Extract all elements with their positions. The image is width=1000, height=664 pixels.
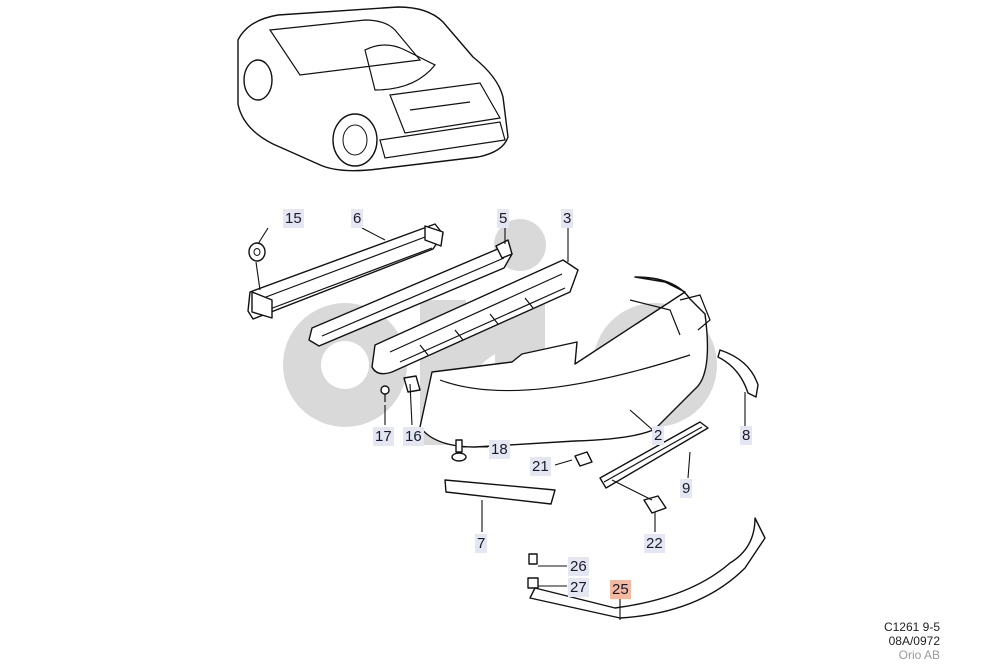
callout-3: 3 — [561, 209, 574, 228]
part-18-rivet — [451, 439, 467, 462]
part-5-bracket — [308, 239, 513, 347]
callout-7: 7 — [475, 534, 488, 553]
diagram-copyright: Orio AB — [898, 648, 940, 662]
part-3-absorber — [371, 259, 579, 375]
diagram-reference-date: 08A/0972 — [888, 634, 940, 648]
callout-15: 15 — [283, 209, 304, 228]
part-7-molding — [444, 479, 556, 505]
car-illustration — [237, 6, 509, 172]
callout-5: 5 — [497, 209, 510, 228]
callout-18: 18 — [489, 440, 510, 459]
callout-25-highlighted: 25 — [610, 580, 631, 599]
part-21-sensor — [574, 451, 593, 467]
part-16-clip — [403, 375, 421, 393]
callout-9: 9 — [680, 479, 693, 498]
part-9-strip — [599, 421, 709, 489]
part-26-bolt — [528, 553, 538, 565]
callout-16: 16 — [403, 427, 424, 446]
callout-8: 8 — [740, 426, 753, 445]
callout-27: 27 — [568, 578, 589, 597]
leader-lines — [255, 227, 746, 620]
part-27-spacer — [527, 577, 539, 589]
part-17-screw — [380, 385, 390, 402]
diagram-reference-code: C1261 9-5 — [883, 620, 940, 634]
part-8-side-trim — [717, 349, 759, 398]
callout-17: 17 — [373, 427, 394, 446]
part-15-nut — [248, 242, 266, 262]
part-6-reinforcement — [247, 223, 444, 320]
part-22-holder — [643, 495, 667, 514]
callout-21: 21 — [530, 457, 551, 476]
part-25-lower-trim — [529, 517, 766, 619]
callout-2: 2 — [652, 426, 665, 445]
callout-22: 22 — [644, 534, 665, 553]
callout-6: 6 — [351, 209, 364, 228]
callout-26: 26 — [568, 557, 589, 576]
